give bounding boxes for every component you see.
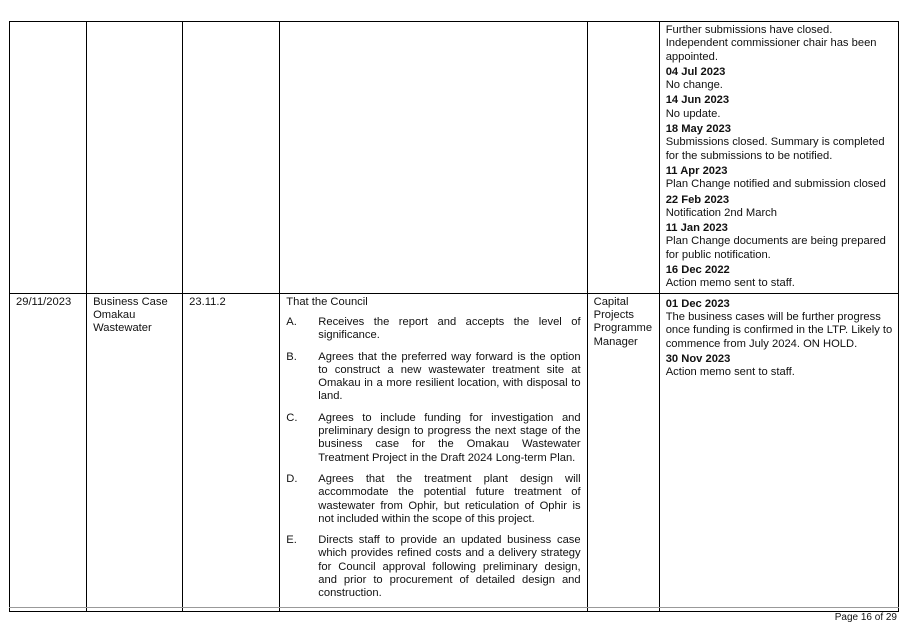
- table-row: 29/11/2023 Business Case Omakau Wastewat…: [8, 292, 900, 612]
- page-number: Page 16 of 29: [834, 612, 897, 623]
- resolution-letter: E.: [286, 534, 297, 547]
- resolution-letter: D.: [286, 472, 298, 485]
- update-date: 11 Jan 2023: [665, 222, 728, 235]
- resolution-intro: That the Council: [286, 295, 368, 308]
- resolution-item: A. Receives the report and accepts the l…: [286, 316, 582, 343]
- update-text: Submissions closed. Summary is completed…: [665, 136, 885, 162]
- table-row: Further submissions have closed. Indepen…: [8, 21, 900, 294]
- resolution-item: D. Agrees that the treatment plant desig…: [286, 473, 582, 526]
- update-text: Notification 2nd March: [665, 206, 777, 219]
- resolution-item: E. Directs staff to provide an updated b…: [286, 534, 582, 600]
- resolution-text: Receives the report and accepts the leve…: [318, 315, 581, 342]
- footer-divider: [9, 607, 899, 608]
- update-text: Plan Change notified and submission clos…: [665, 178, 886, 191]
- subject-cell: [86, 21, 184, 294]
- update-date: 11 Apr 2023: [665, 164, 728, 177]
- update-date: 18 May 2023: [665, 123, 731, 136]
- subject-cell: Business Case Omakau Wastewater: [86, 292, 184, 612]
- resolution-text: Directs staff to provide an updated busi…: [318, 534, 581, 600]
- ref-cell: 23.11.2: [182, 292, 281, 612]
- update-text: Action memo sent to staff.: [665, 366, 795, 379]
- updates-cell: Further submissions have closed. Indepen…: [658, 21, 900, 294]
- update-text: Plan Change documents are being prepared…: [665, 235, 886, 261]
- update-date: 14 Jun 2023: [665, 94, 730, 107]
- responsible-cell: Capital Projects Programme Manager: [586, 292, 660, 612]
- resolution-letter: C.: [286, 411, 298, 424]
- update-date: 04 Jul 2023: [665, 65, 726, 78]
- resolution-text: Agrees that the preferred way forward is…: [318, 350, 581, 403]
- resolution-item: C. Agrees to include funding for investi…: [286, 412, 582, 465]
- update-date: 01 Dec 2023: [665, 297, 730, 310]
- resolution-item: B. Agrees that the preferred way forward…: [286, 351, 582, 404]
- resolution-cell: That the Council A. Receives the report …: [279, 292, 588, 612]
- resolution-text: Agrees to include funding for investigat…: [318, 411, 581, 464]
- resolution-text: Agrees that the treatment plant design w…: [318, 472, 581, 525]
- update-date: 30 Nov 2023: [665, 352, 731, 365]
- update-text: No change.: [665, 79, 723, 92]
- date-cell: [8, 21, 88, 294]
- resolution-letter: A.: [286, 315, 297, 328]
- responsible-cell: [586, 21, 660, 294]
- update-text: The business cases will be further progr…: [665, 310, 893, 350]
- resolution-cell: [279, 21, 588, 294]
- update-text: Further submissions have closed. Indepen…: [665, 24, 877, 63]
- ref-cell: [182, 21, 281, 294]
- resolutions-table: Further submissions have closed. Indepen…: [8, 21, 900, 612]
- resolution-letter: B.: [286, 350, 297, 363]
- update-text: No update.: [665, 107, 721, 120]
- date-cell: 29/11/2023: [8, 292, 88, 612]
- update-text: Action memo sent to staff.: [665, 277, 795, 290]
- updates-cell: 01 Dec 2023 The business cases will be f…: [658, 292, 900, 612]
- update-date: 22 Feb 2023: [665, 193, 730, 206]
- update-date: 16 Dec 2022: [665, 264, 730, 277]
